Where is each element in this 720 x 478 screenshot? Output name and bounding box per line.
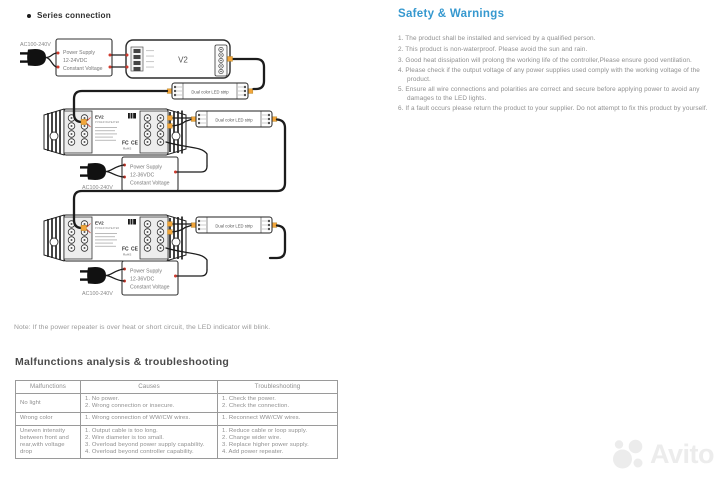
fix-line: 1. Reconnect WW/CW wires. [222, 415, 301, 422]
ac-voltage-label: AC100-240V [82, 185, 113, 191]
psu-voltage-label: 12-36VDC [130, 173, 154, 179]
safety-title: Safety & Warnings [398, 8, 505, 20]
diagram-note: Note: If the power repeater is over heat… [14, 324, 271, 331]
mount-hole-icon [171, 131, 181, 141]
ce-mark-icon: CE [131, 141, 139, 147]
safety-item: 1. The product shall be installed and se… [398, 35, 596, 42]
malfunction-cell: Wrong color [15, 412, 81, 426]
ac-plug-icon [20, 49, 46, 66]
psu-label-line1: Power Supply [63, 50, 95, 56]
repeater-subtitle-label: POWER REPEATER [95, 121, 119, 124]
cause-line: 4. Overload beyond controller capability… [85, 449, 194, 456]
cause-line: 3. Overload beyond power supply capabili… [85, 442, 205, 449]
table-row: Uneven intensity between front and rear,… [15, 424, 338, 460]
fixes-cell: 1. Reconnect WW/CW wires. [217, 412, 338, 426]
fix-line: 1. Check the power. [222, 396, 276, 402]
power-supply-1: Power Supply 12-24VDC Constant Voltage [55, 38, 113, 77]
causes-cell: 1. Wrong connection of WW/CW wires. [80, 412, 218, 426]
malfunction-cell: No light [15, 392, 81, 414]
psu-label-line3: Constant Voltage [63, 66, 103, 72]
fix-line: 2. Change wider wire. [222, 434, 282, 441]
led-strip-3 [190, 216, 278, 234]
psu-label-line1: Power Supply [130, 165, 162, 171]
table-row: No light 1. No power. 2. Wrong connectio… [15, 392, 338, 414]
safety-item: 4. Please check if the output voltage of… [398, 67, 700, 83]
cause-line: 1. Output cable is too long. [85, 427, 158, 434]
safety-item: 6. If a fault occurs please return the p… [398, 105, 708, 113]
troubleshooting-table: Malfunctions Causes Troubleshooting No l… [15, 380, 338, 460]
ac-voltage-label: AC100-240V [82, 291, 113, 297]
safety-section: Safety & Warnings 1. The product shall b… [398, 8, 716, 116]
fixes-cell: 1. Check the power. 2. Check the connect… [217, 392, 338, 414]
fix-line: 4. Add power repeater. [222, 449, 284, 456]
series-connection-heading: Series connection [27, 11, 111, 20]
cause-line: 2. Wire diameter is too small. [85, 434, 164, 441]
safety-item: 2. This product is non-waterproof. Pleas… [398, 45, 588, 53]
connection-markers [56, 51, 233, 235]
strip-terminal-marks [174, 85, 246, 97]
fix-line: 1. Reduce cable or loop supply. [222, 427, 308, 434]
power-supply-3 [121, 260, 179, 296]
ac-plug-3 [80, 267, 106, 284]
ac-voltage-label: AC100-240V [20, 42, 51, 48]
output-terminal-block [139, 110, 169, 154]
table-row: Wrong color 1. Wrong connection of WW/CW… [15, 412, 338, 426]
barcode-icon [128, 113, 136, 119]
wiring-diagram: Dual color LED strip [20, 38, 287, 297]
ac-plug-2 [80, 163, 106, 180]
header-causes: Causes [80, 380, 218, 394]
malfunction-cell: Uneven intensity between front and rear,… [15, 424, 81, 460]
causes-cell: 1. No power. 2. Wrong connection or inse… [80, 392, 218, 414]
rohs-mark-label: RoHS [123, 147, 131, 151]
avito-watermark: Avito [612, 436, 715, 472]
bullet-icon [27, 13, 31, 18]
troubleshooting-section: Malfunctions analysis & troubleshooting … [15, 356, 345, 460]
led-strip-2 [190, 110, 278, 128]
controller-output-terminal [214, 44, 228, 77]
psu-label-line3: Constant Voltage [130, 181, 170, 187]
header-troubleshooting: Troubleshooting [217, 380, 338, 394]
avito-watermark-text: Avito [650, 438, 715, 469]
repeater-model-label: EV2 [95, 115, 104, 120]
power-repeater-2 [43, 214, 187, 262]
power-repeater: EV2 POWER REPEATER FC CE RoHS [43, 108, 187, 156]
power-supply-2: Power Supply 12-36VDC Constant Voltage [121, 156, 179, 192]
cause-line: 2. Wrong connection or insecure. [85, 403, 175, 410]
psu-voltage-label: 12-24VDC [63, 58, 87, 64]
series-connection-label: Series connection [37, 11, 111, 20]
input-terminal-block [63, 110, 93, 154]
spec-text-lines [95, 127, 117, 141]
fcc-mark-icon: FC [122, 141, 129, 147]
safety-item: 3. Good heat dissipation will prolong th… [398, 56, 692, 64]
mount-hole-icon [49, 131, 59, 141]
avito-logo-icon [613, 439, 643, 469]
fix-line: 3. Replace higher power supply. [222, 442, 309, 449]
table-header-row: Malfunctions Causes Troubleshooting [15, 380, 338, 394]
troubleshooting-title: Malfunctions analysis & troubleshooting [15, 356, 230, 368]
cause-line: 1. Wrong connection of WW/CW wires. [85, 415, 191, 422]
fix-line: 2. Check the connection. [222, 403, 290, 410]
led-strip-label: Dual color LED strip [191, 89, 229, 94]
header-malfunctions: Malfunctions [15, 380, 81, 394]
led-strip: Dual color LED strip [166, 82, 254, 100]
safety-item: 5. Ensure all wire connections and polar… [398, 86, 700, 102]
safety-list: 1. The product shall be installed and se… [398, 35, 716, 114]
controller-model-label: V2 [178, 56, 188, 65]
causes-cell: 1. Output cable is too long. 2. Wire dia… [80, 424, 218, 460]
controller-v2: V2 [125, 39, 231, 79]
fixes-cell: 1. Reduce cable or loop supply. 2. Chang… [217, 424, 338, 460]
cause-line: 1. No power. [85, 396, 120, 402]
